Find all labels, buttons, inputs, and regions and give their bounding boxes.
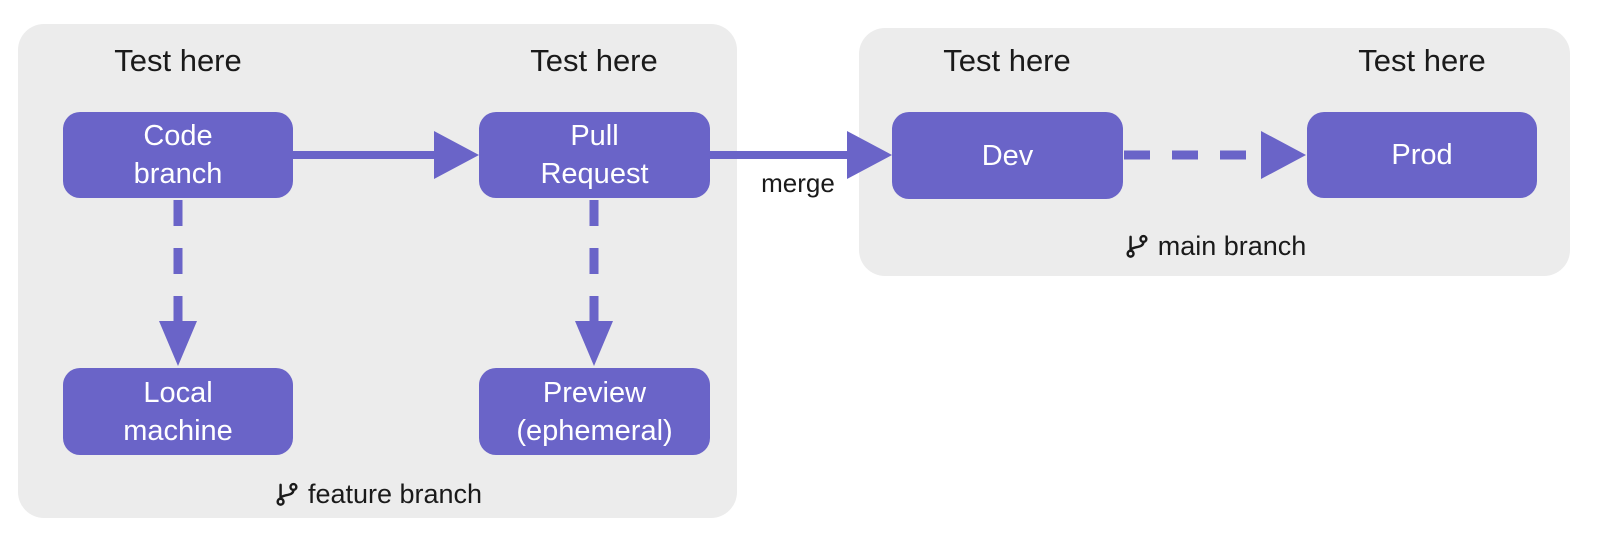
- feature-branch-label: feature branch: [18, 476, 737, 512]
- node-dev: Dev: [892, 112, 1123, 199]
- test-here-label-code-branch: Test here: [114, 43, 242, 78]
- node-local-machine: Local machine: [63, 368, 293, 455]
- node-prod: Prod: [1307, 112, 1537, 198]
- node-pull-request: Pull Request: [479, 112, 710, 198]
- test-here-label-dev: Test here: [943, 43, 1071, 78]
- merge-arrow-label: merge: [761, 168, 835, 198]
- node-preview-ephemeral: Preview (ephemeral): [479, 368, 710, 455]
- node-code-branch: Code branch: [63, 112, 293, 198]
- git-branch-icon: [1126, 234, 1148, 258]
- feature-branch-label-text: feature branch: [307, 478, 483, 509]
- main-branch-label-text: main branch: [1157, 230, 1307, 261]
- test-here-label-prod: Test here: [1358, 43, 1486, 78]
- main-branch-label: main branch: [859, 228, 1570, 264]
- git-branch-icon: [276, 482, 298, 506]
- test-here-label-pull-request: Test here: [530, 43, 658, 78]
